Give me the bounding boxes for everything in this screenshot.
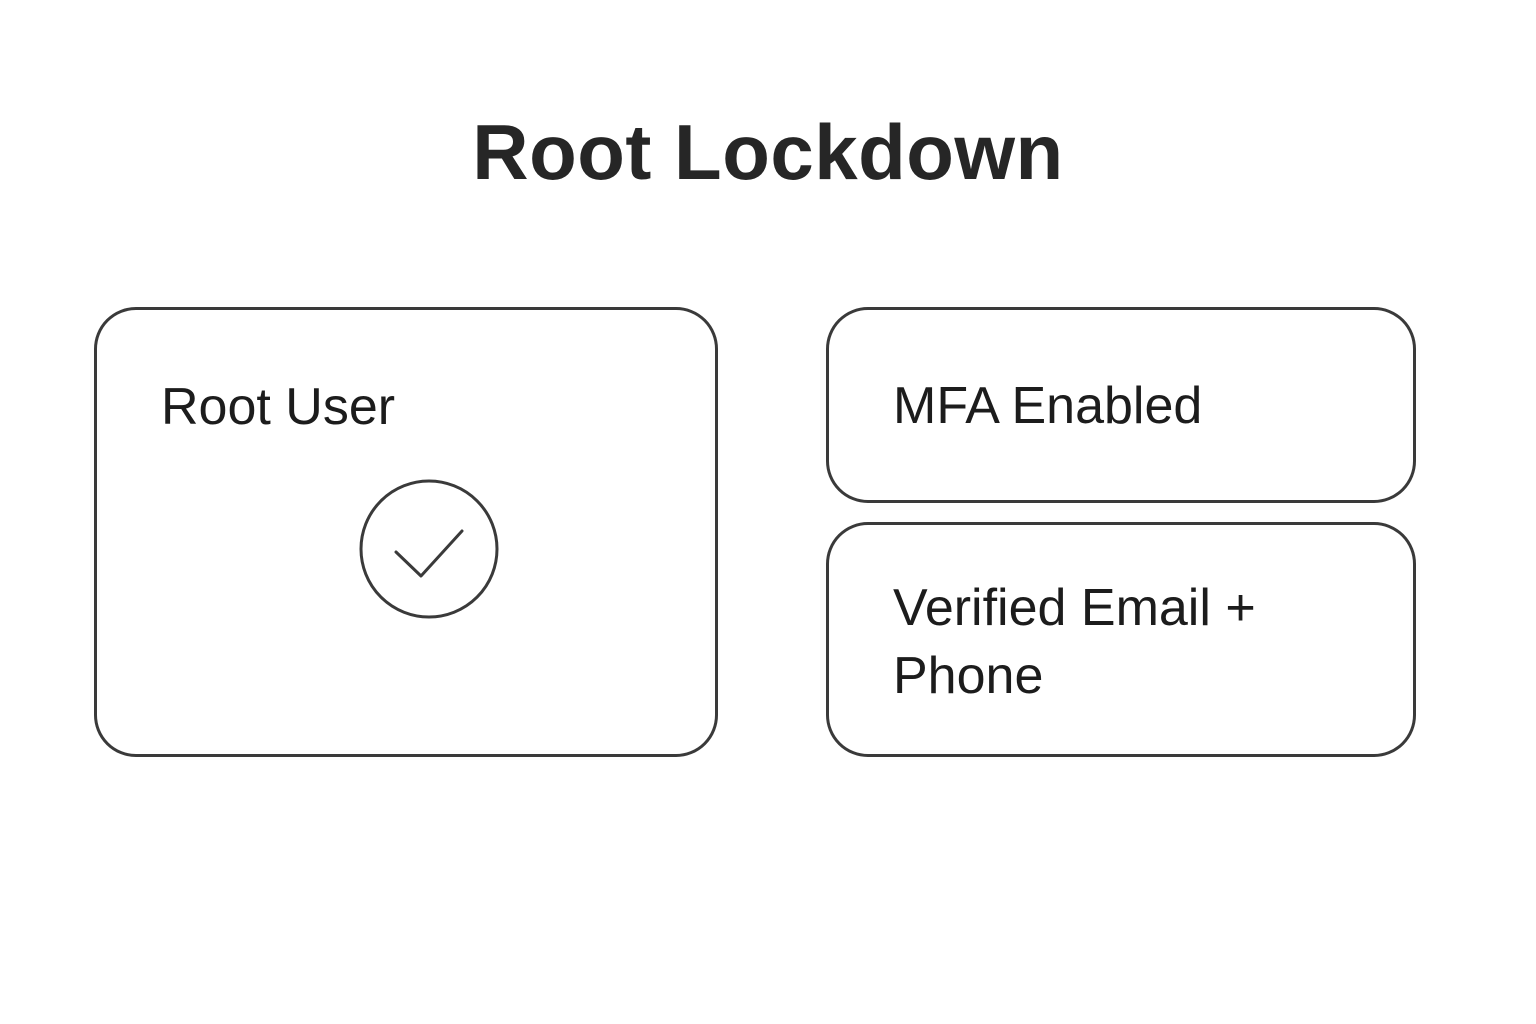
mfa-enabled-label: MFA Enabled xyxy=(893,377,1203,435)
verified-email-phone-card: Verified Email + Phone xyxy=(826,522,1416,757)
mfa-enabled-card: MFA Enabled xyxy=(826,307,1416,503)
verified-email-phone-label: Verified Email + Phone xyxy=(893,579,1256,705)
page-title: Root Lockdown xyxy=(472,108,1064,196)
root-user-label: Root User xyxy=(161,378,396,436)
check-circle-icon xyxy=(359,479,499,619)
root-user-card: Root User xyxy=(94,307,718,757)
